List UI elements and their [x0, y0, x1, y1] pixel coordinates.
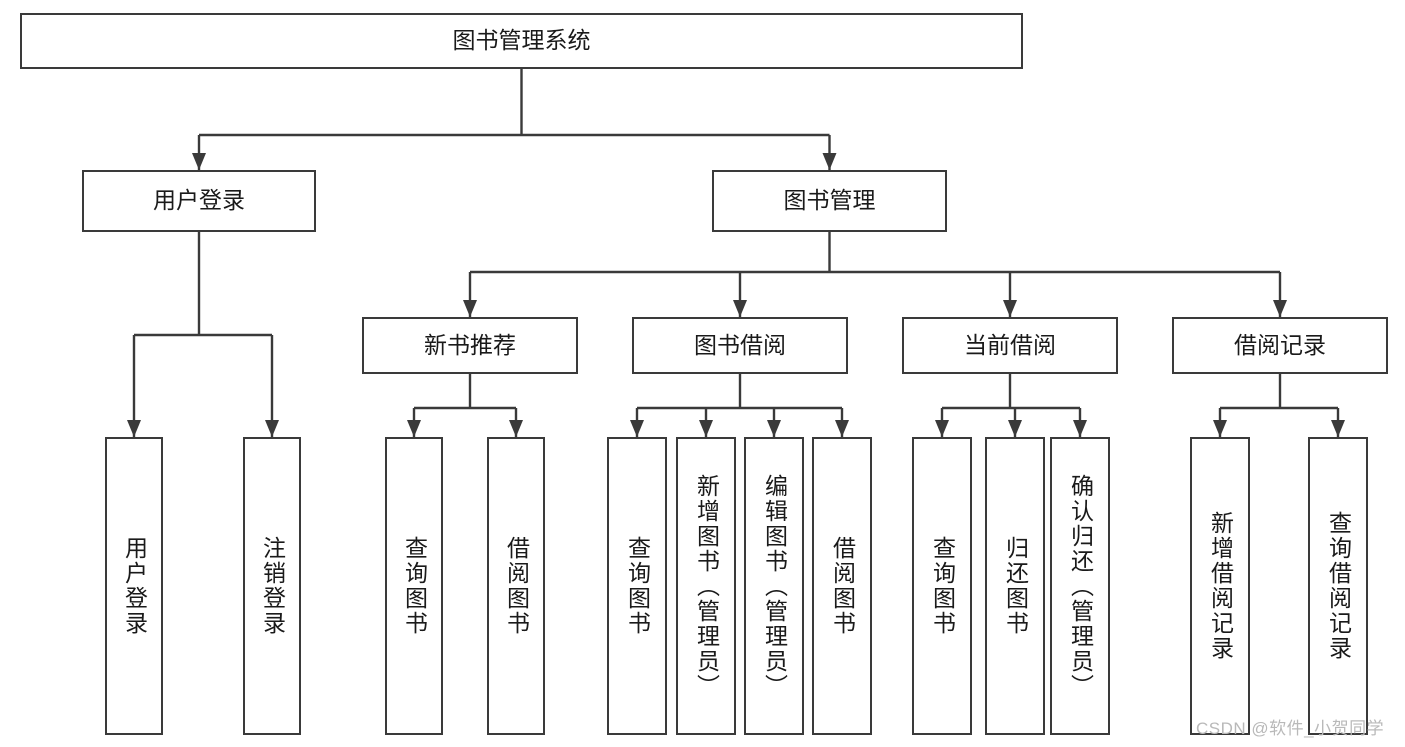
- node-login[interactable]: 用户登录: [82, 170, 316, 232]
- node-label: 新书推荐: [424, 331, 516, 358]
- arrow-head-icon-leaf13: [1331, 420, 1345, 437]
- arrow-head-icon-leaf11: [1073, 420, 1087, 437]
- node-label: 归还图书: [1002, 536, 1029, 636]
- node-newbook[interactable]: 新书推荐: [362, 317, 578, 374]
- node-leaf03[interactable]: 查询图书: [385, 437, 443, 735]
- node-records[interactable]: 借阅记录: [1172, 317, 1388, 374]
- arrow-head-icon-leaf02: [265, 420, 279, 437]
- node-label: 用户登录: [153, 187, 245, 214]
- node-leaf02[interactable]: 注销登录: [243, 437, 301, 735]
- node-label: 新增借阅记录: [1207, 511, 1234, 661]
- node-root[interactable]: 图书管理系统: [20, 13, 1023, 69]
- node-label: 图书管理: [783, 187, 876, 214]
- node-label: 图书借阅: [694, 331, 786, 358]
- node-leaf01[interactable]: 用户登录: [105, 437, 163, 735]
- arrow-head-icon-leaf09: [935, 420, 949, 437]
- node-label: 用户登录: [121, 536, 148, 636]
- arrow-head-icon-leaf12: [1213, 420, 1227, 437]
- arrow-head-icon-bookmgmt: [822, 153, 837, 170]
- node-label: 借阅记录: [1234, 331, 1326, 358]
- arrow-head-icon-leaf10: [1008, 420, 1022, 437]
- node-leaf13[interactable]: 查询借阅记录: [1308, 437, 1368, 735]
- node-label: 查询图书: [929, 536, 956, 636]
- node-label: 查询借阅记录: [1325, 511, 1352, 661]
- arrow-head-icon-leaf07: [767, 420, 781, 437]
- node-leaf08[interactable]: 借阅图书: [812, 437, 872, 735]
- node-label: 图书管理系统: [452, 27, 591, 54]
- arrow-head-icon-login: [192, 153, 206, 170]
- arrow-head-icon-newbook: [463, 300, 477, 317]
- node-label: 借阅图书: [503, 536, 530, 636]
- node-label: 编辑图书（管理员）: [761, 473, 788, 699]
- watermark: CSDN @软件_小贺同学: [1196, 719, 1385, 738]
- node-label: 当前借阅: [964, 331, 1056, 358]
- node-borrow[interactable]: 图书借阅: [632, 317, 848, 374]
- node-label: 借阅图书: [829, 536, 856, 636]
- node-leaf10[interactable]: 归还图书: [985, 437, 1045, 735]
- node-leaf09[interactable]: 查询图书: [912, 437, 972, 735]
- node-leaf07[interactable]: 编辑图书（管理员）: [744, 437, 804, 735]
- arrow-head-icon-borrow: [733, 300, 747, 317]
- arrow-head-icon-leaf01: [127, 420, 141, 437]
- node-current[interactable]: 当前借阅: [902, 317, 1118, 374]
- node-leaf06[interactable]: 新增图书（管理员）: [676, 437, 736, 735]
- arrow-head-icon-records: [1273, 300, 1287, 317]
- arrow-head-icon-leaf06: [699, 420, 713, 437]
- node-leaf04[interactable]: 借阅图书: [487, 437, 545, 735]
- node-bookmgmt[interactable]: 图书管理: [712, 170, 947, 232]
- node-label: 确认归还（管理员）: [1067, 473, 1094, 699]
- node-label: 查询图书: [624, 536, 651, 636]
- node-leaf11[interactable]: 确认归还（管理员）: [1050, 437, 1110, 735]
- node-label: 注销登录: [259, 536, 286, 636]
- node-label: 查询图书: [401, 536, 428, 636]
- arrow-head-icon-leaf08: [835, 420, 849, 437]
- arrow-head-icon-leaf05: [630, 420, 644, 437]
- arrow-head-icon-leaf03: [407, 420, 421, 437]
- arrow-head-icon-current: [1003, 300, 1017, 317]
- arrow-head-icon-leaf04: [509, 420, 523, 437]
- node-leaf12[interactable]: 新增借阅记录: [1190, 437, 1250, 735]
- node-leaf05[interactable]: 查询图书: [607, 437, 667, 735]
- node-label: 新增图书（管理员）: [693, 473, 720, 699]
